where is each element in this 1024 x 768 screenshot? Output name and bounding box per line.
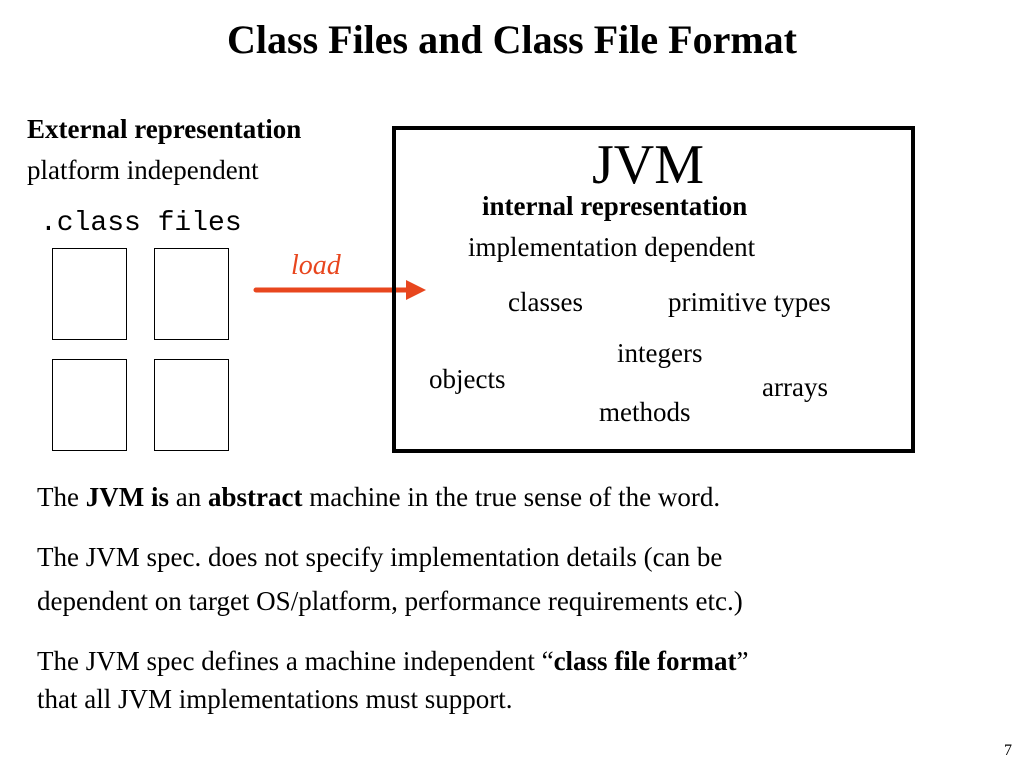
external-representation-subtitle: platform independent bbox=[27, 155, 259, 185]
jvm-item-objects: objects bbox=[429, 364, 506, 394]
paragraph-spec-line-1: The JVM spec. does not specify implement… bbox=[37, 542, 723, 572]
paragraph-jvm-abstract: The JVM is an abstract machine in the tr… bbox=[37, 479, 720, 515]
class-file-box bbox=[52, 359, 127, 451]
jvm-item-classes: classes bbox=[508, 287, 583, 317]
class-file-box bbox=[154, 248, 229, 340]
load-arrow-icon bbox=[253, 280, 426, 300]
slide-title: Class Files and Class File Format bbox=[227, 17, 797, 62]
text-run: machine in the true sense of the word. bbox=[302, 482, 721, 512]
text-run: ” bbox=[736, 646, 749, 676]
internal-representation-heading: internal representation bbox=[482, 191, 748, 221]
class-files-label: .class files bbox=[40, 208, 242, 239]
jvm-item-methods: methods bbox=[599, 397, 691, 427]
bold-text-run: class file format bbox=[553, 646, 737, 676]
jvm-title: JVM bbox=[592, 134, 705, 196]
jvm-item-primitive-types: primitive types bbox=[668, 287, 831, 317]
jvm-item-integers: integers bbox=[617, 338, 703, 368]
class-file-box bbox=[154, 359, 229, 451]
external-representation-heading: External representation bbox=[27, 114, 302, 144]
class-file-box bbox=[52, 248, 127, 340]
paragraph-class-file-format-line-1: The JVM spec defines a machine independe… bbox=[37, 643, 748, 679]
text-run: an bbox=[168, 482, 208, 512]
page-number: 7 bbox=[1004, 742, 1012, 759]
bold-text-run: JVM is bbox=[85, 482, 169, 512]
internal-representation-subtitle: implementation dependent bbox=[468, 232, 756, 262]
text-run: The bbox=[37, 482, 86, 512]
paragraph-spec-line-2: dependent on target OS/platform, perform… bbox=[37, 586, 743, 616]
bold-text-run: abstract bbox=[207, 482, 303, 512]
jvm-item-arrays: arrays bbox=[762, 372, 828, 402]
load-label: load bbox=[291, 250, 341, 281]
jvm-box bbox=[392, 126, 915, 453]
text-run: The JVM spec defines a machine independe… bbox=[37, 646, 554, 676]
paragraph-class-file-format-line-2: that all JVM implementations must suppor… bbox=[37, 684, 513, 714]
